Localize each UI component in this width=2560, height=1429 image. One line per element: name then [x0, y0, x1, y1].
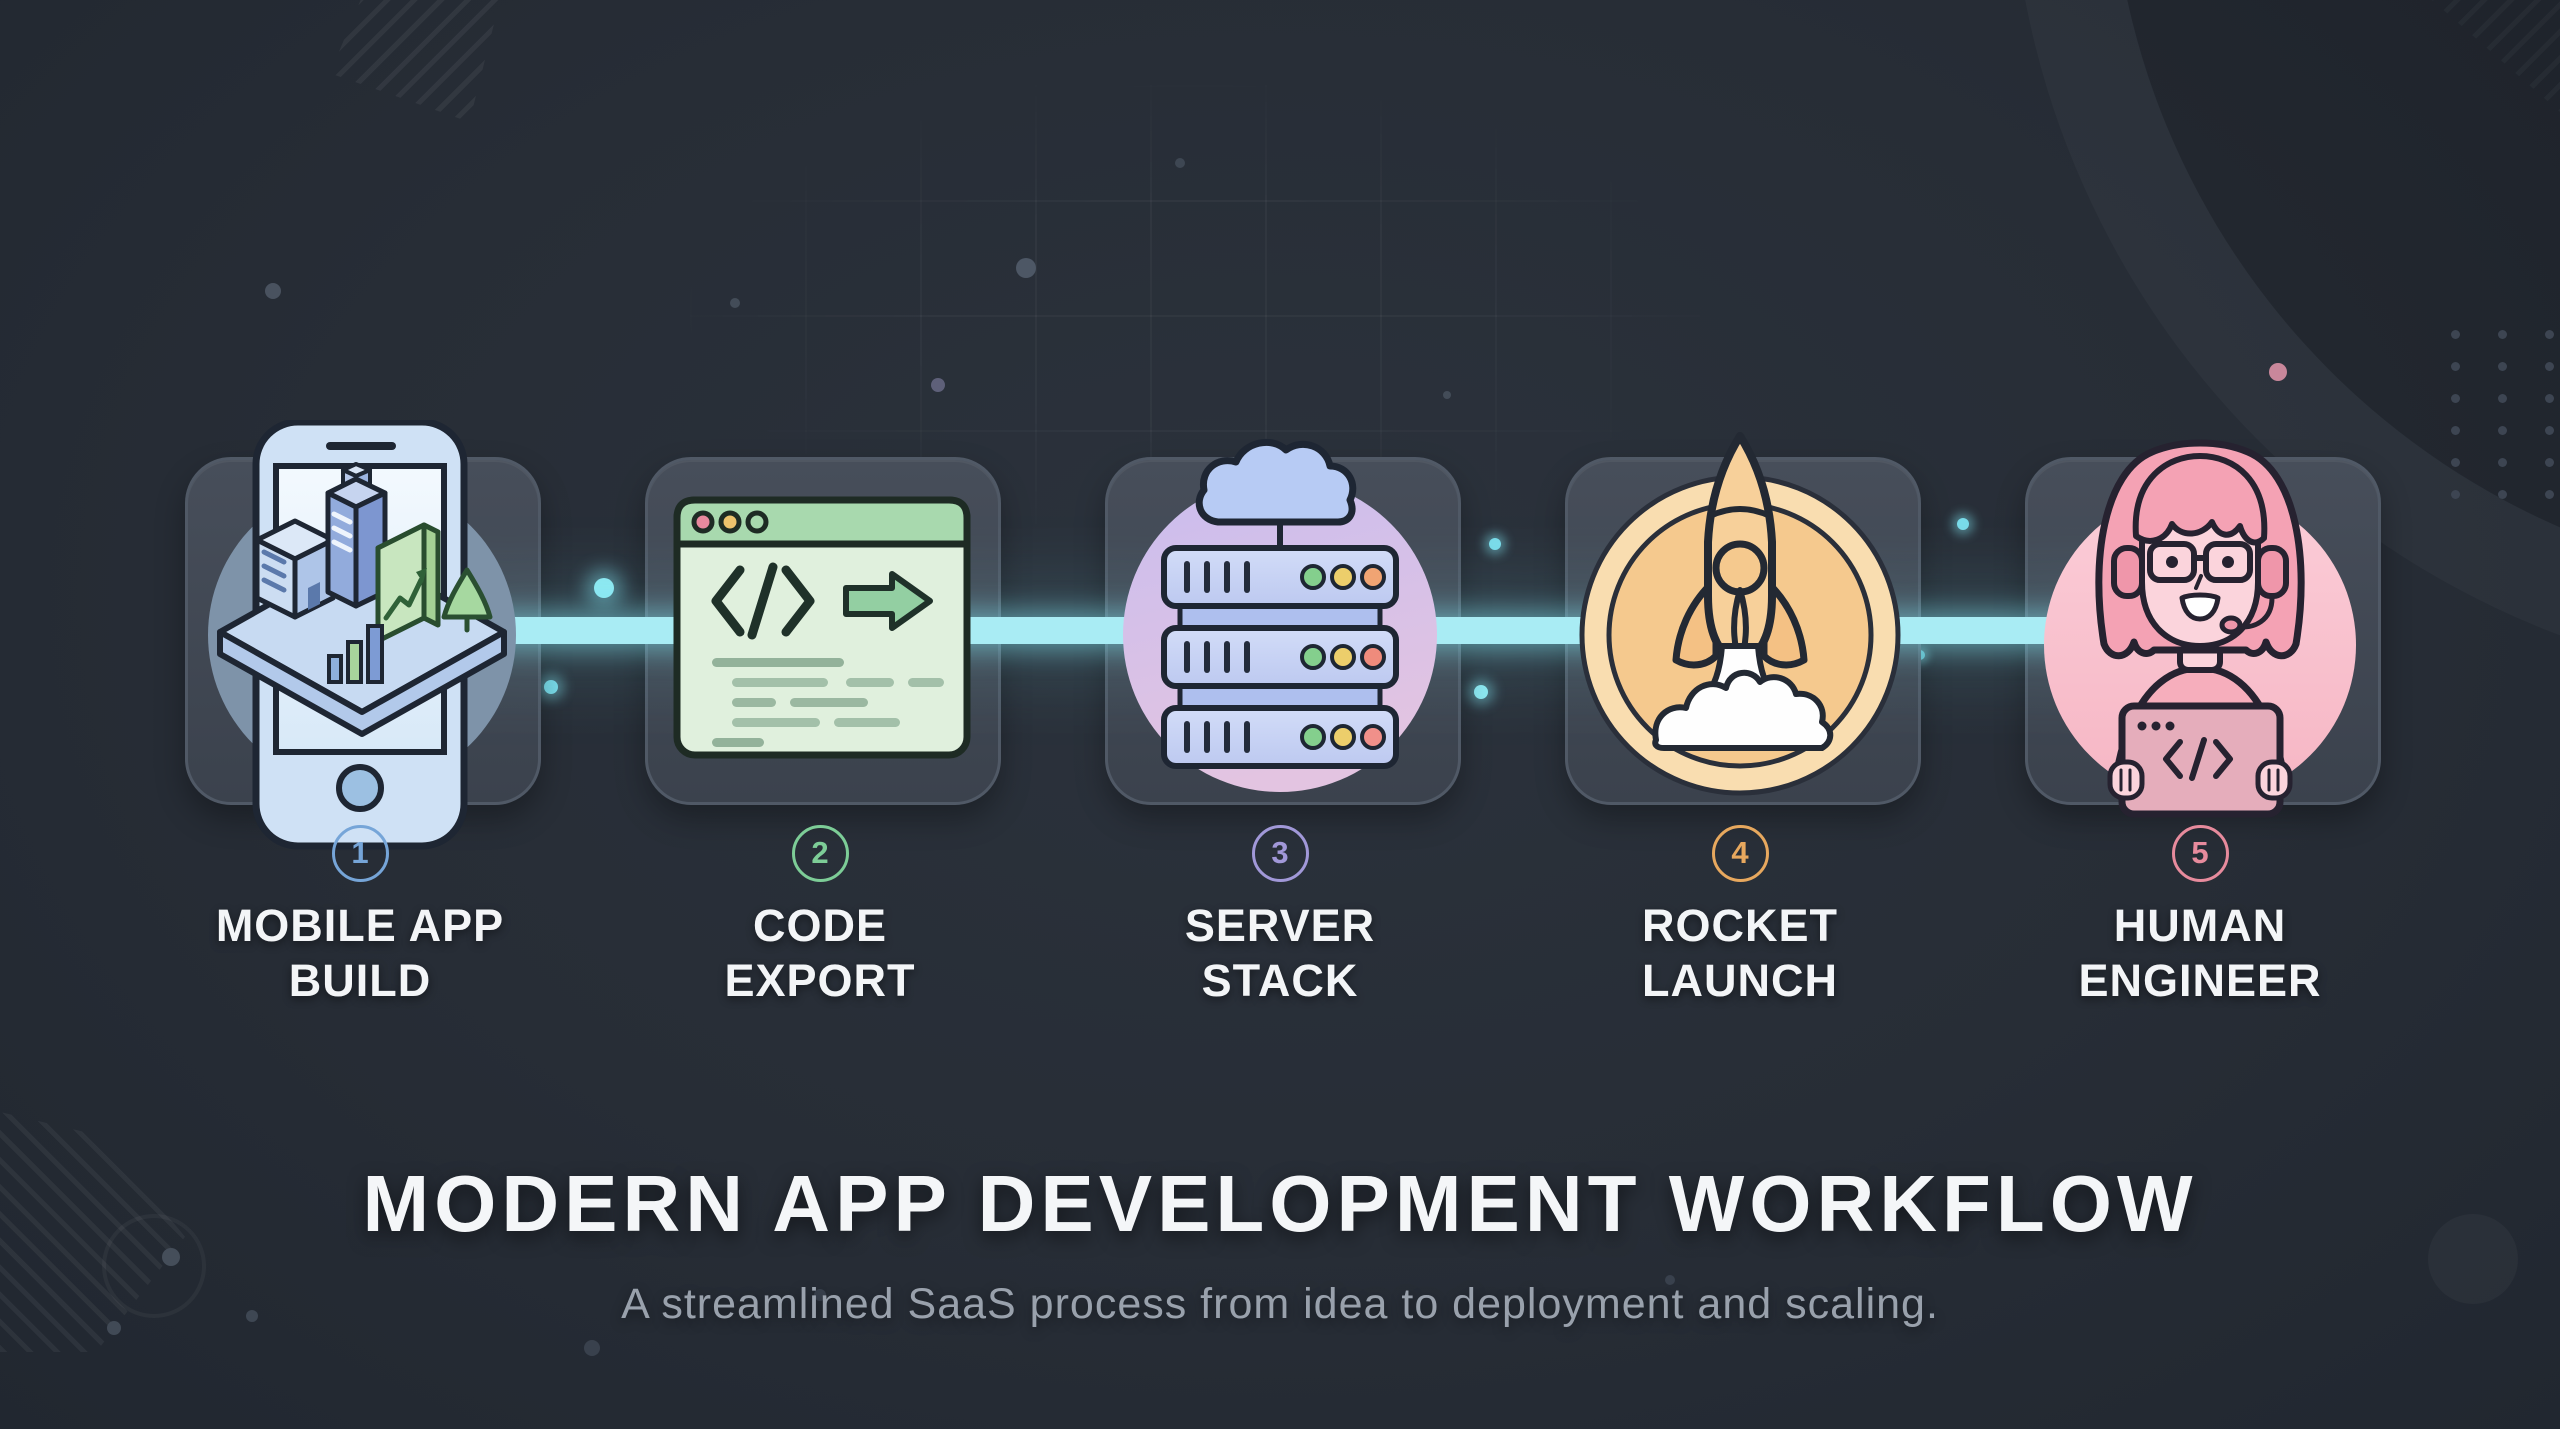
step-label-line2: EXPORT	[724, 955, 916, 1006]
step-number-badge: 1	[331, 825, 389, 882]
step-label-line1: SERVER	[1184, 900, 1376, 951]
step-number: 5	[2191, 835, 2209, 870]
dot-grid-dot	[2451, 330, 2460, 339]
bg-dot	[2269, 363, 2287, 381]
ring-decoration-bottom-left	[102, 1214, 206, 1318]
stripes-decoration-top-left	[330, 0, 500, 122]
bg-dot	[1665, 1275, 1675, 1285]
step-number-badge: 2	[791, 825, 849, 882]
step-label-line2: STACK	[1201, 955, 1359, 1006]
step-number: 4	[1731, 835, 1749, 870]
step-label: SERVER STACK	[1100, 898, 1460, 1008]
mobile-app-build-icon	[208, 420, 516, 850]
bg-dot	[814, 1289, 826, 1301]
step-code-export: 2 CODE EXPORT	[640, 420, 1001, 1008]
step-mobile-app-build: 1 MOBILE APP BUILD	[180, 420, 541, 1008]
bg-dot	[2053, 1211, 2063, 1221]
step-label-line1: MOBILE APP	[215, 900, 505, 951]
step-label-line2: ENGINEER	[2078, 955, 2322, 1006]
dot-grid-dot	[2545, 458, 2554, 467]
glow-dot	[1957, 518, 1969, 530]
step-label: CODE EXPORT	[640, 898, 1000, 1008]
step-label: ROCKET LAUNCH	[1560, 898, 1920, 1008]
step-server-stack: 3 SERVER STACK	[1100, 420, 1461, 1008]
step-number-badge: 3	[1251, 825, 1309, 882]
bg-dot	[1443, 391, 1451, 399]
dot-grid-dot	[2545, 426, 2554, 435]
glow-dot	[594, 578, 614, 598]
step-number: 2	[811, 835, 829, 870]
page-subtitle: A streamlined SaaS process from idea to …	[621, 1280, 1939, 1328]
step-label: MOBILE APP BUILD	[180, 898, 540, 1008]
bg-dot	[162, 1248, 180, 1266]
page-title: MODERN APP DEVELOPMENT WORKFLOW	[362, 1159, 2198, 1248]
glow-dot	[1474, 685, 1488, 699]
step-label-line1: HUMAN	[2113, 900, 2287, 951]
dot-grid-dot	[2451, 458, 2460, 467]
dot-grid-dot	[2451, 394, 2460, 403]
bg-dot	[265, 283, 281, 299]
step-number: 1	[351, 835, 369, 870]
step-number-badge: 5	[2171, 825, 2229, 882]
step-label-line1: ROCKET	[1642, 900, 1838, 951]
dot-grid-dot	[2451, 426, 2460, 435]
server-stack-icon	[1123, 438, 1437, 792]
dot-grid-dot	[2498, 490, 2507, 499]
dot-grid-dot	[2498, 362, 2507, 371]
step-number: 3	[1271, 835, 1289, 870]
bg-dot	[246, 1310, 258, 1322]
dot-grid-dot	[2545, 490, 2554, 499]
step-number-badge: 4	[1711, 825, 1769, 882]
glow-dot	[1489, 538, 1501, 550]
bg-dot	[1175, 158, 1185, 168]
rocket-launch-icon	[1579, 432, 1901, 796]
dot-grid-dot	[2451, 362, 2460, 371]
step-human-engineer: 5 HUMAN ENGINEER	[2020, 420, 2381, 1008]
dot-grid-dot	[2451, 490, 2460, 499]
step-label: HUMAN ENGINEER	[2020, 898, 2380, 1008]
dot-grid-dot	[2498, 426, 2507, 435]
bg-dot	[931, 378, 945, 392]
code-export-icon	[673, 496, 971, 759]
step-label-line2: BUILD	[288, 955, 432, 1006]
bg-dot	[1016, 258, 1036, 278]
step-rocket-launch: 4 ROCKET LAUNCH	[1560, 420, 1921, 1008]
dot-grid-dot	[2498, 458, 2507, 467]
dot-grid-dot	[2498, 394, 2507, 403]
human-engineer-icon	[2044, 439, 2356, 818]
bg-dot	[584, 1340, 600, 1356]
bg-dot	[107, 1321, 121, 1335]
bg-dot	[730, 298, 740, 308]
dot-grid-dot	[2545, 330, 2554, 339]
dot-grid-dot	[2545, 394, 2554, 403]
glow-dot	[544, 680, 558, 694]
dot-grid-dot	[2498, 330, 2507, 339]
step-label-line2: LAUNCH	[1642, 955, 1838, 1006]
step-label-line1: CODE	[752, 900, 887, 951]
dot-grid-dot	[2545, 362, 2554, 371]
